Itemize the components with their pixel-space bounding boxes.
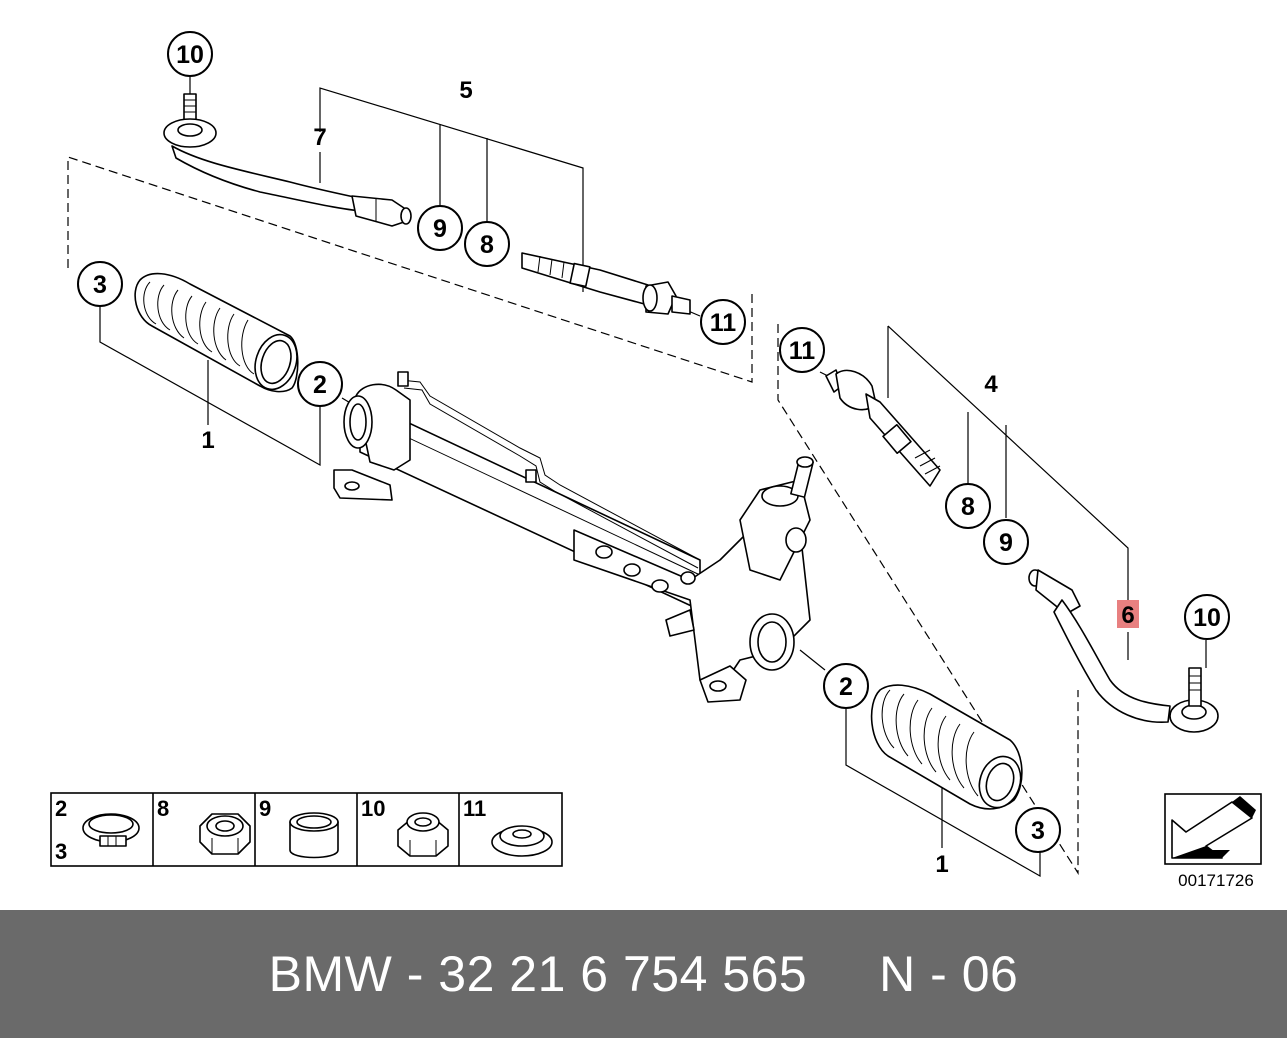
callout-10-right: 10 — [1184, 594, 1230, 640]
reference-number: 00171726 — [1178, 871, 1254, 890]
orientation-arrow-box — [1164, 793, 1262, 865]
callout-11-right: 11 — [779, 327, 825, 373]
callout-9-right: 9 — [983, 519, 1029, 565]
label-6: 6 — [1121, 602, 1134, 629]
tie-rod-end-right — [1028, 569, 1219, 733]
parts-diagram: 10 9 8 11 3 2 11 8 9 10 2 3 — [50, 31, 1262, 890]
boot-right — [870, 684, 1023, 810]
svg-text:10: 10 — [361, 796, 385, 821]
svg-text:10: 10 — [176, 41, 204, 69]
svg-text:8: 8 — [157, 796, 169, 821]
callout-8-right: 8 — [945, 483, 991, 529]
legend-cell-nut-10: 10 — [361, 796, 449, 857]
label-1-right: 1 — [935, 851, 948, 878]
svg-text:2: 2 — [55, 796, 67, 821]
left-dashed-frame — [67, 156, 753, 383]
callout-8-top: 8 — [464, 221, 510, 267]
tie-rod-end-left — [163, 93, 412, 227]
svg-text:11: 11 — [463, 796, 486, 821]
svg-text:9: 9 — [433, 215, 447, 243]
callout-11-top: 11 — [700, 299, 746, 345]
svg-text:2: 2 — [839, 673, 853, 701]
svg-text:10: 10 — [1193, 604, 1221, 632]
inner-tie-rod-left — [521, 252, 691, 315]
callout-3-left: 3 — [77, 261, 123, 307]
svg-text:9: 9 — [259, 796, 271, 821]
legend-box: 2 3 8 9 10 — [50, 792, 563, 867]
steering-rack-housing — [333, 371, 814, 703]
inner-tie-rod-right — [825, 369, 941, 487]
right-dashed-frame — [777, 324, 1079, 876]
svg-text:2: 2 — [313, 371, 327, 399]
svg-text:3: 3 — [55, 839, 67, 864]
callout-2-right: 2 — [823, 663, 869, 709]
part-number-caption: BMW - 32 21 6 754 565 N - 06 — [268, 946, 1019, 1002]
footer-bar: BMW - 32 21 6 754 565 N - 06 — [0, 910, 1287, 1038]
label-4: 4 — [984, 371, 998, 398]
svg-text:8: 8 — [480, 231, 494, 259]
label-5: 5 — [459, 77, 472, 104]
legend-cell-clamp: 2 3 — [55, 796, 140, 864]
callout-3-right: 3 — [1015, 807, 1061, 853]
svg-text:3: 3 — [1031, 817, 1045, 845]
legend-cell-sleeve-9: 9 — [259, 796, 339, 859]
svg-text:3: 3 — [93, 271, 107, 299]
boot-left — [134, 272, 299, 393]
label-6-highlight — [1117, 600, 1139, 628]
label-7: 7 — [313, 124, 326, 151]
legend-cell-washer-11: 11 — [463, 796, 553, 857]
svg-text:9: 9 — [999, 529, 1013, 557]
callout-10-top-left: 10 — [167, 31, 213, 77]
label-1-left: 1 — [201, 427, 214, 454]
leader-lines — [99, 74, 1207, 878]
callout-2-left: 2 — [297, 361, 343, 407]
svg-text:8: 8 — [961, 493, 975, 521]
callout-9-top: 9 — [417, 205, 463, 251]
svg-text:11: 11 — [710, 309, 737, 337]
legend-cell-nut-8: 8 — [157, 796, 251, 855]
svg-text:11: 11 — [789, 337, 816, 365]
